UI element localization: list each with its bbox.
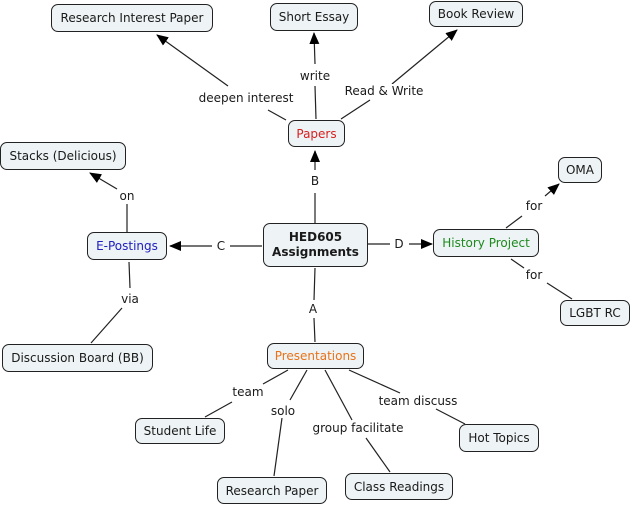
link-line-a-2 bbox=[313, 317, 316, 343]
node-e-postings-label: E-Postings bbox=[96, 239, 158, 253]
node-history-project[interactable]: History Project bbox=[433, 229, 539, 257]
node-history-project-label: History Project bbox=[442, 236, 530, 250]
node-class-readings-label: Class Readings bbox=[353, 479, 445, 494]
node-short-essay[interactable]: Short Essay bbox=[270, 3, 358, 31]
node-research-paper-label: Research Paper bbox=[225, 483, 319, 498]
node-discussion-board[interactable]: Discussion Board (BB) bbox=[2, 344, 153, 372]
link-label-for-oma: for bbox=[524, 199, 544, 213]
link-label-d: D bbox=[393, 237, 405, 251]
node-presentations[interactable]: Presentations bbox=[267, 343, 364, 369]
link-label-team: team bbox=[231, 385, 265, 399]
link-line-write bbox=[314, 85, 317, 120]
node-papers-label: Papers bbox=[296, 126, 337, 141]
link-line-via bbox=[128, 261, 131, 289]
node-student-life-label: Student Life bbox=[143, 424, 217, 438]
node-book-review[interactable]: Book Review bbox=[429, 1, 523, 27]
node-lgbt-rc[interactable]: LGBT RC bbox=[560, 300, 630, 326]
node-papers[interactable]: Papers bbox=[288, 120, 345, 147]
node-student-life[interactable]: Student Life bbox=[135, 418, 225, 444]
node-stacks-delicious[interactable]: Stacks (Delicious) bbox=[0, 142, 126, 170]
link-label-b: B bbox=[309, 174, 321, 188]
node-book-review-label: Book Review bbox=[437, 7, 515, 21]
node-oma[interactable]: OMA bbox=[558, 157, 602, 183]
node-oma-label: OMA bbox=[565, 163, 594, 177]
link-line-read-write bbox=[340, 99, 371, 120]
node-research-interest-paper-label: Research Interest Paper bbox=[60, 11, 204, 25]
node-discussion-board-label: Discussion Board (BB) bbox=[11, 351, 144, 365]
link-label-solo: solo bbox=[269, 404, 297, 418]
link-line-for-lgbt bbox=[510, 258, 525, 269]
node-research-paper[interactable]: Research Paper bbox=[217, 477, 327, 504]
arrow-read-write bbox=[391, 29, 458, 85]
arrow-write bbox=[309, 32, 320, 65]
link-label-group-facilitate: group facilitate bbox=[311, 421, 405, 435]
link-label-write: write bbox=[298, 69, 332, 83]
node-lgbt-rc-label: LGBT RC bbox=[569, 306, 621, 320]
node-hot-topics[interactable]: Hot Topics bbox=[459, 424, 539, 452]
link-line-for-lgbt-2 bbox=[546, 282, 573, 300]
link-line-a bbox=[313, 267, 316, 301]
node-hot-topics-label: Hot Topics bbox=[468, 431, 530, 445]
node-short-essay-label: Short Essay bbox=[278, 10, 350, 24]
link-label-team-discuss: team discuss bbox=[377, 394, 459, 408]
link-line-solo-2 bbox=[273, 417, 283, 477]
arrow-for-oma bbox=[544, 183, 560, 197]
link-line-deepen bbox=[267, 109, 287, 121]
node-class-readings[interactable]: Class Readings bbox=[345, 473, 453, 500]
node-stacks-label: Stacks (Delicious) bbox=[9, 149, 117, 163]
node-presentations-label: Presentations bbox=[274, 349, 357, 363]
link-label-read-write: Read & Write bbox=[343, 84, 425, 98]
central-node-hed605-assignments[interactable]: HED605 Assignments bbox=[263, 223, 368, 267]
link-line-team-discuss-2 bbox=[435, 408, 466, 425]
link-line-group bbox=[324, 369, 353, 421]
link-line-team bbox=[262, 369, 289, 385]
link-line-group-2 bbox=[365, 437, 391, 473]
link-label-a: A bbox=[307, 302, 319, 316]
node-e-postings[interactable]: E-Postings bbox=[87, 232, 167, 260]
link-line-team-2 bbox=[204, 401, 233, 418]
link-line-solo bbox=[289, 369, 308, 401]
arrow-on bbox=[89, 172, 118, 190]
link-label-for-lgbt: for bbox=[524, 268, 544, 282]
link-line-for-oma bbox=[505, 215, 523, 229]
link-label-c: C bbox=[215, 239, 227, 253]
link-label-via: via bbox=[120, 292, 140, 306]
link-label-deepen-interest: deepen interest bbox=[197, 91, 295, 105]
node-research-interest-paper[interactable]: Research Interest Paper bbox=[51, 4, 213, 32]
link-line-via-2 bbox=[90, 307, 123, 344]
link-line-team-discuss bbox=[348, 369, 401, 394]
link-label-on: on bbox=[118, 189, 136, 203]
arrow-deepen bbox=[156, 34, 229, 87]
central-line-1: HED605 bbox=[288, 230, 343, 244]
central-line-2: Assignments bbox=[272, 245, 359, 259]
